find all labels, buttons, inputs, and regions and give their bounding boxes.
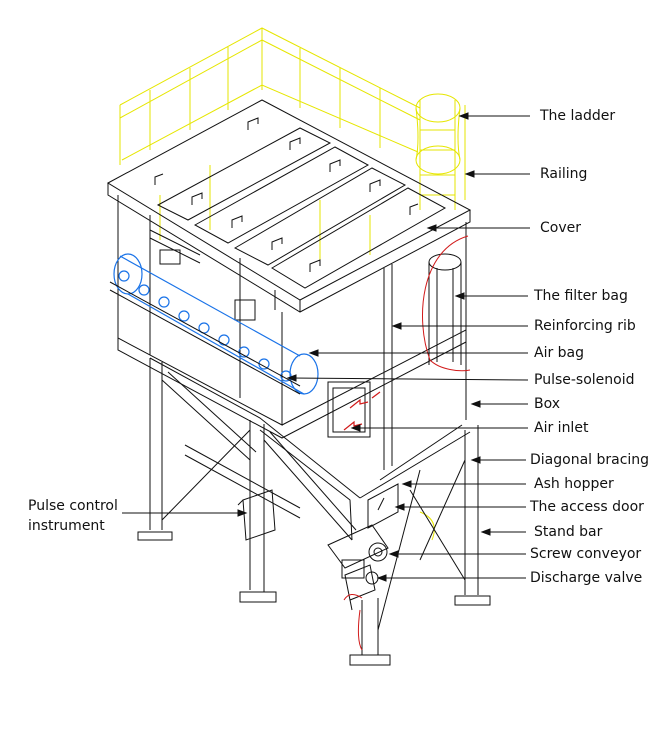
diagonal-bracing [161,371,466,631]
label-air-bag: Air bag [534,345,585,361]
air-bag [113,253,319,395]
label-diagonal-bracing: Diagonal bracing [530,452,650,468]
box [117,195,467,470]
header-pipe [109,281,301,387]
label-railing: Railing [540,166,588,182]
air-inlet [343,391,381,431]
cover [106,99,472,313]
discharge-valve [344,564,376,611]
label-box: Box [534,396,561,412]
label-screw-conveyor: Screw conveyor [530,546,642,562]
label-ash-hopper: Ash hopper [534,476,614,492]
ladder [415,93,466,210]
header-pipe-lower [109,289,301,395]
label-air-inlet: Air inlet [534,420,589,436]
label-reinforcing-rib: Reinforcing rib [534,318,636,334]
label-stand-bar: Stand bar [534,524,603,540]
hopper-red-outline [343,594,363,651]
screw-conveyor [327,524,389,585]
label-access-door: The access door [530,499,644,515]
label-pulse-control-instrument: Pulse control instrument [28,498,118,534]
label-cover: Cover [540,220,581,236]
pulse-control-box [237,489,276,541]
leader-lines [122,112,530,582]
label-pulse-solenoid: Pulse-solenoid [534,372,635,388]
stand-bars [137,358,491,666]
ash-hopper [149,357,471,541]
filter-bag [422,235,471,372]
label-ladder: The ladder [540,108,616,124]
label-filter-bag: The filter bag [534,288,628,304]
label-discharge-valve: Discharge valve [530,570,643,586]
